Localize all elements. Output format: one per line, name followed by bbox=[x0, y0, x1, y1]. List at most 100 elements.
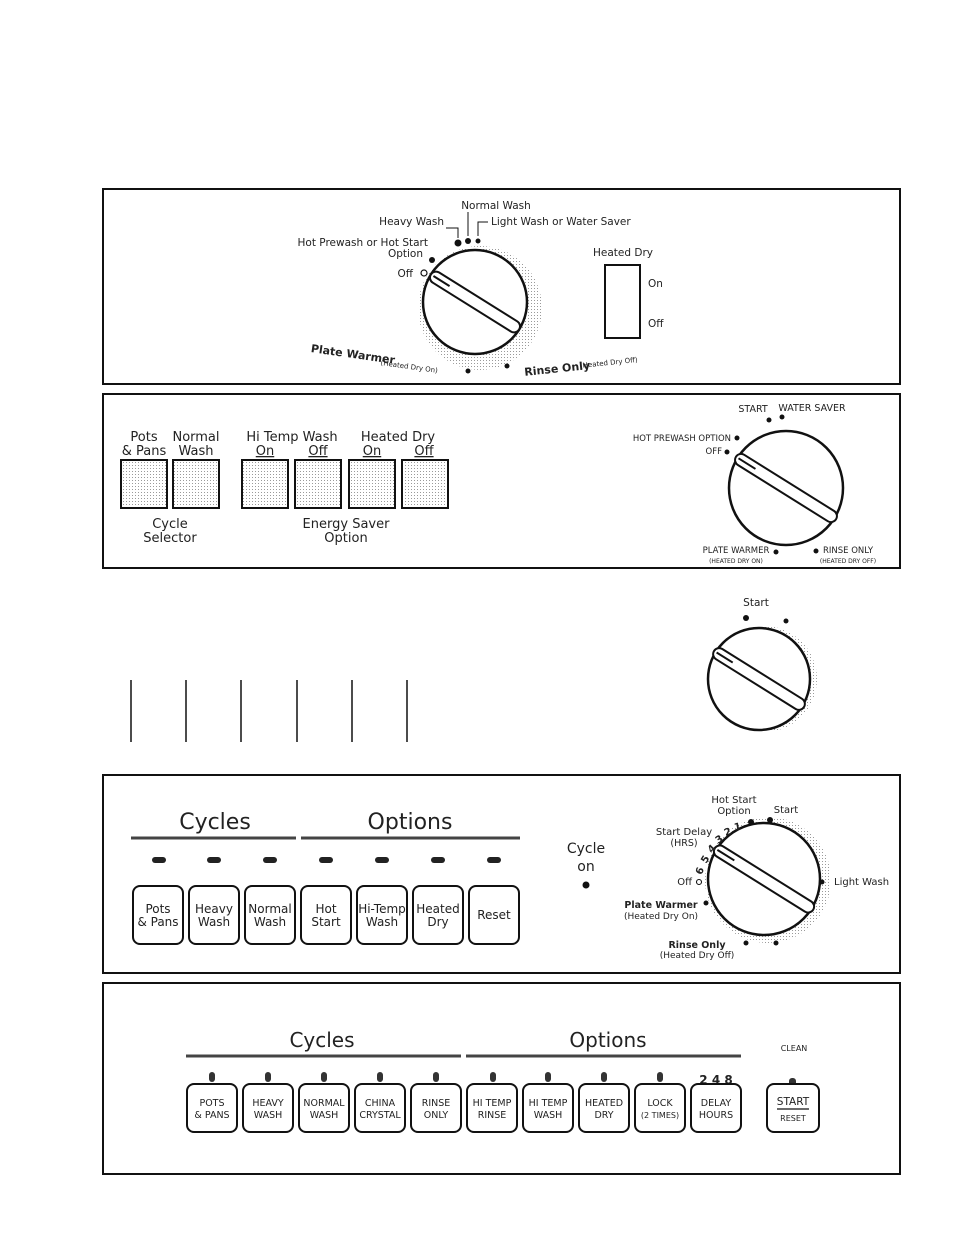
panel-5-frame bbox=[102, 982, 901, 1175]
off-label: Off bbox=[706, 447, 723, 457]
light-wash-dot bbox=[475, 238, 481, 244]
hot-prewash-label: Hot Prewash or Hot Start bbox=[298, 237, 428, 249]
cycle-selector-label-1: Cycle bbox=[152, 517, 188, 532]
start-label: Start bbox=[738, 404, 768, 415]
hi-temp-wash-button[interactable] bbox=[522, 1083, 574, 1133]
normal-wash-button[interactable] bbox=[298, 1083, 350, 1133]
delay-number: 3 bbox=[714, 833, 726, 846]
button-label-line1: Hi Temp bbox=[473, 1098, 512, 1109]
panel-1: Normal Wash Heavy Wash Light Wash or Wat… bbox=[102, 188, 901, 385]
button-label-line2: Wash bbox=[534, 1110, 563, 1121]
pots-pans-label-bottom: & Pans bbox=[122, 444, 167, 459]
panel-2-cycle-dial[interactable] bbox=[727, 429, 845, 547]
hi-temp-off-button[interactable] bbox=[294, 459, 342, 509]
button-label-line1: Heated bbox=[416, 902, 459, 916]
plate-warmer-label: Plate Warmer bbox=[703, 546, 770, 556]
heated-dry-off-button[interactable] bbox=[401, 459, 449, 509]
rinse-only-button[interactable] bbox=[410, 1083, 462, 1133]
button-label-line1: Heated bbox=[585, 1098, 623, 1109]
light-wash-label: Light Wash or Water Saver bbox=[491, 216, 631, 228]
button-label-line2: Wash bbox=[198, 915, 230, 929]
lock-button[interactable] bbox=[634, 1083, 686, 1133]
hot-start-button[interactable] bbox=[300, 885, 352, 945]
pots-pans-button[interactable] bbox=[120, 459, 168, 509]
cycle-on-label-1: Cycle bbox=[567, 841, 605, 857]
start-reset-button[interactable] bbox=[766, 1083, 820, 1133]
pots-pans-button[interactable] bbox=[132, 885, 184, 945]
indicator-light bbox=[433, 1072, 439, 1082]
panel-4-button-labels: Pots & Pans Heavy Wash Normal Wash Hot S… bbox=[137, 902, 511, 929]
pots-pans-label-top: Pots bbox=[130, 430, 157, 445]
heated-dry-button[interactable] bbox=[578, 1083, 630, 1133]
indicator-light bbox=[657, 1072, 663, 1082]
button-label-line1: Hi-Temp bbox=[358, 902, 406, 916]
button-label-line1: Rinse bbox=[422, 1098, 451, 1109]
dial-pointer bbox=[712, 647, 806, 711]
heated-dry-on-label: On bbox=[363, 444, 381, 459]
indicator-light bbox=[209, 1072, 215, 1082]
position-dot bbox=[783, 618, 789, 624]
cycle-on-label-2: on bbox=[577, 859, 594, 875]
indicator-light bbox=[265, 1072, 271, 1082]
indicator-light bbox=[207, 857, 221, 863]
delay-hours-button[interactable] bbox=[690, 1083, 742, 1133]
panel-3-cycle-dial[interactable] bbox=[706, 626, 817, 732]
heated-dry-off-label: Off bbox=[414, 444, 434, 459]
indicator-light bbox=[545, 1072, 551, 1082]
hi-temp-on-button[interactable] bbox=[241, 459, 289, 509]
normal-wash-label: Normal Wash bbox=[461, 200, 531, 212]
indicator-light bbox=[601, 1072, 607, 1082]
button-label-line1: Hot bbox=[315, 902, 336, 916]
button-label-line2: Wash bbox=[366, 915, 398, 929]
hi-temp-wash-button[interactable] bbox=[356, 885, 408, 945]
hot-prewash-label: Hot Prewash Option bbox=[633, 434, 731, 444]
panel-4-buttons bbox=[132, 885, 520, 945]
button-label-line2: Hours bbox=[699, 1110, 733, 1121]
button-label-line1: Pots bbox=[199, 1098, 224, 1109]
rinse-only-dot bbox=[743, 940, 749, 946]
start-label: Start bbox=[743, 597, 769, 609]
reset-button[interactable] bbox=[468, 885, 520, 945]
normal-wash-button[interactable] bbox=[172, 459, 220, 509]
indicator-light bbox=[375, 857, 389, 863]
indicator-light bbox=[490, 1072, 496, 1082]
hi-temp-wash-label: Hi Temp Wash bbox=[246, 430, 337, 445]
button-label-line1: China bbox=[365, 1098, 396, 1109]
heated-dry-on-button[interactable] bbox=[348, 459, 396, 509]
button-label-line1: Pots bbox=[145, 902, 170, 916]
heated-dry-button[interactable] bbox=[412, 885, 464, 945]
heavy-wash-dot bbox=[454, 239, 462, 247]
heavy-wash-button[interactable] bbox=[242, 1083, 294, 1133]
button-label-line2: & Pans bbox=[194, 1110, 229, 1121]
rinse-only-label: Rinse Only bbox=[668, 940, 726, 951]
indicator-light bbox=[321, 1072, 327, 1082]
plate-warmer-label: Plate Warmer bbox=[624, 900, 697, 911]
hot-start-label: Hot Start bbox=[711, 795, 756, 806]
heated-dry-label: Heated Dry bbox=[361, 430, 436, 445]
normal-wash-dot bbox=[465, 238, 471, 244]
pots-pans-button[interactable] bbox=[186, 1083, 238, 1133]
hi-temp-rinse-button[interactable] bbox=[466, 1083, 518, 1133]
heated-dry-label: Heated Dry bbox=[593, 247, 653, 259]
normal-wash-button[interactable] bbox=[244, 885, 296, 945]
panel-4-indicator-lights bbox=[152, 857, 501, 863]
panel-3: Start bbox=[130, 597, 817, 742]
start-label: Start bbox=[774, 805, 799, 816]
button-label-line1: Delay bbox=[701, 1098, 732, 1109]
plate-warmer-dot bbox=[703, 900, 709, 906]
heated-dry-switch[interactable] bbox=[604, 264, 641, 339]
button-label-line2: Wash bbox=[254, 915, 286, 929]
start-delay-label: Start Delay bbox=[656, 827, 712, 838]
indicator-light bbox=[431, 857, 445, 863]
delay-number: 6 bbox=[694, 866, 707, 876]
off-label: Off bbox=[398, 268, 414, 280]
hot-start-dot bbox=[748, 819, 754, 825]
china-crystal-button[interactable] bbox=[354, 1083, 406, 1133]
energy-saver-label-1: Energy Saver bbox=[303, 517, 391, 532]
panel-4-cycle-dial[interactable] bbox=[705, 817, 831, 943]
panel-1-cycle-dial[interactable] bbox=[418, 246, 542, 370]
panel-4-frame bbox=[102, 774, 901, 974]
heavy-wash-button[interactable] bbox=[188, 885, 240, 945]
plate-warmer-dot bbox=[465, 368, 471, 374]
